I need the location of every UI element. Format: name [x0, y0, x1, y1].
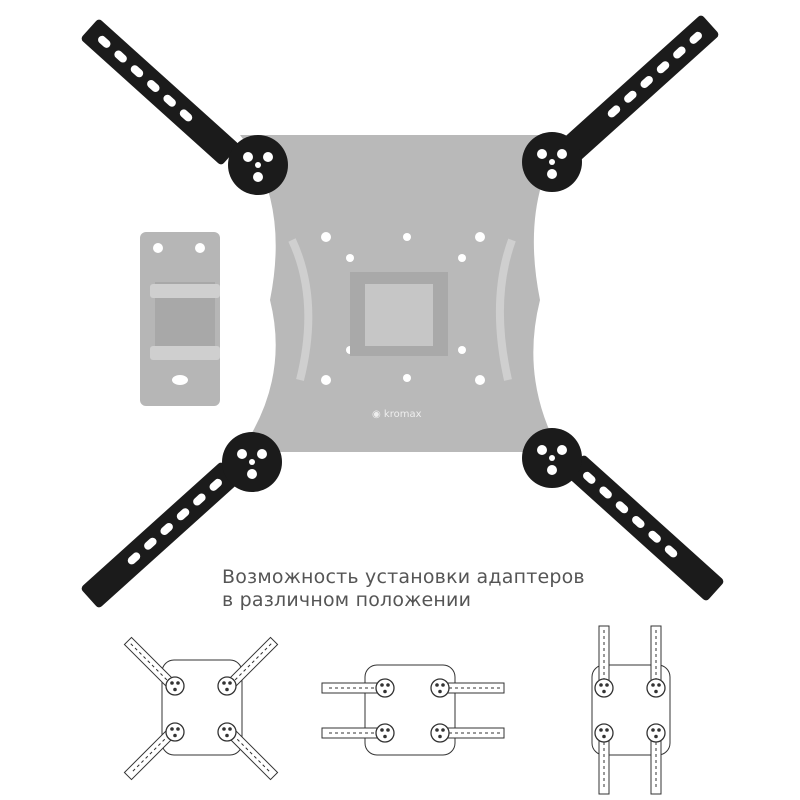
plate-details	[245, 232, 557, 385]
diagram-horizontal	[321, 664, 505, 756]
wall-plate	[140, 232, 220, 406]
diagram-diagonal	[123, 636, 279, 781]
caption: Возможность установки адаптеров в различ…	[222, 566, 585, 612]
caption-line-2: в различном положении	[222, 589, 472, 611]
diagram-vertical	[591, 625, 671, 795]
caption-line-1: Возможность установки адаптеров	[222, 566, 585, 588]
brand-logo-text: kromax	[383, 409, 422, 420]
brand-logo: ◉ kromax	[372, 409, 422, 420]
